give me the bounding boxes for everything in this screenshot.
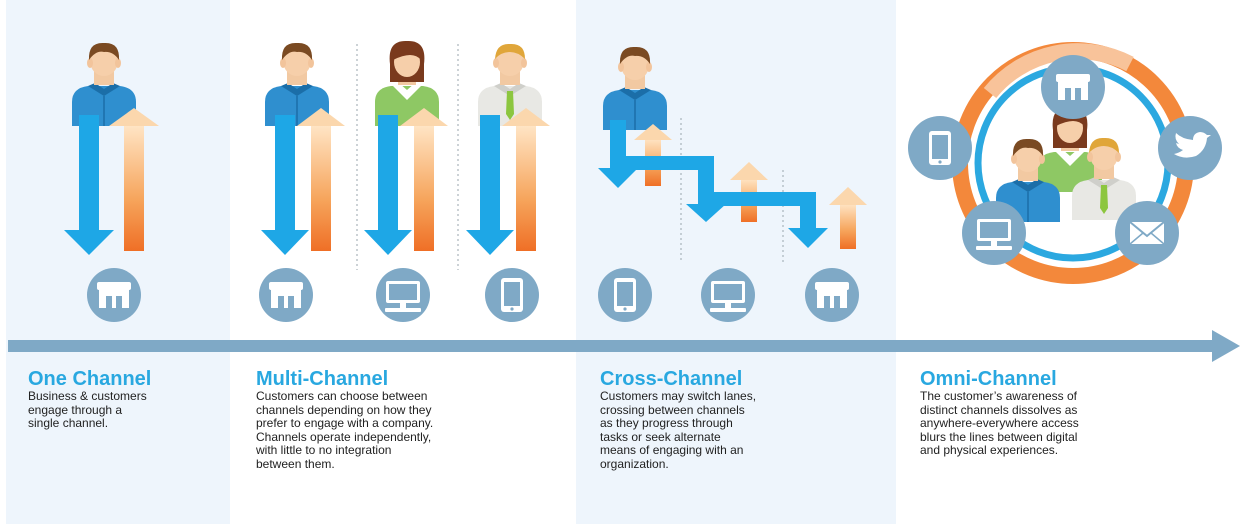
blue-arrow-down bbox=[64, 115, 114, 255]
timeline-arrow bbox=[8, 330, 1240, 362]
orange-arrow-up bbox=[634, 124, 867, 249]
blue-arrow-down bbox=[261, 115, 514, 255]
section-title: One Channel bbox=[28, 368, 152, 390]
section-description: Customers can choose between channels de… bbox=[256, 389, 434, 471]
orange-arrow-up bbox=[109, 108, 159, 251]
store-icon bbox=[1041, 55, 1105, 119]
tablet-icon bbox=[598, 268, 652, 322]
switching-blue-arrow bbox=[598, 120, 828, 248]
store-icon bbox=[805, 268, 859, 322]
cross-channel-caption: Cross-Channel Customers may switch lanes… bbox=[600, 368, 756, 471]
section-description: Business & customers engage through a si… bbox=[28, 389, 147, 430]
section-description: The customer’s awareness of distinct cha… bbox=[920, 389, 1079, 457]
desktop-icon bbox=[962, 201, 1026, 265]
section-title: Omni-Channel bbox=[920, 368, 1057, 390]
store-icon bbox=[259, 268, 313, 322]
lane-separators bbox=[356, 44, 784, 270]
store-icon bbox=[87, 268, 141, 322]
customer-icon bbox=[602, 46, 668, 131]
one-channel-caption: One Channel Business & customers engage … bbox=[28, 368, 151, 431]
desktop-icon bbox=[701, 268, 755, 322]
orange-arrow-up bbox=[297, 108, 550, 251]
omni-channel-caption: Omni-Channel The customer’s awareness of… bbox=[920, 368, 1079, 458]
multi-channel-caption: Multi-Channel Customers can choose betwe… bbox=[256, 368, 433, 471]
mail-icon bbox=[1115, 201, 1179, 265]
tablet-icon bbox=[908, 116, 972, 180]
section-title: Cross-Channel bbox=[600, 368, 743, 390]
desktop-icon bbox=[376, 268, 430, 322]
section-description: Customers may switch lanes, crossing bet… bbox=[600, 389, 757, 471]
section-title: Multi-Channel bbox=[256, 368, 389, 390]
twitter-icon bbox=[1158, 116, 1222, 180]
tablet-icon bbox=[485, 268, 539, 322]
